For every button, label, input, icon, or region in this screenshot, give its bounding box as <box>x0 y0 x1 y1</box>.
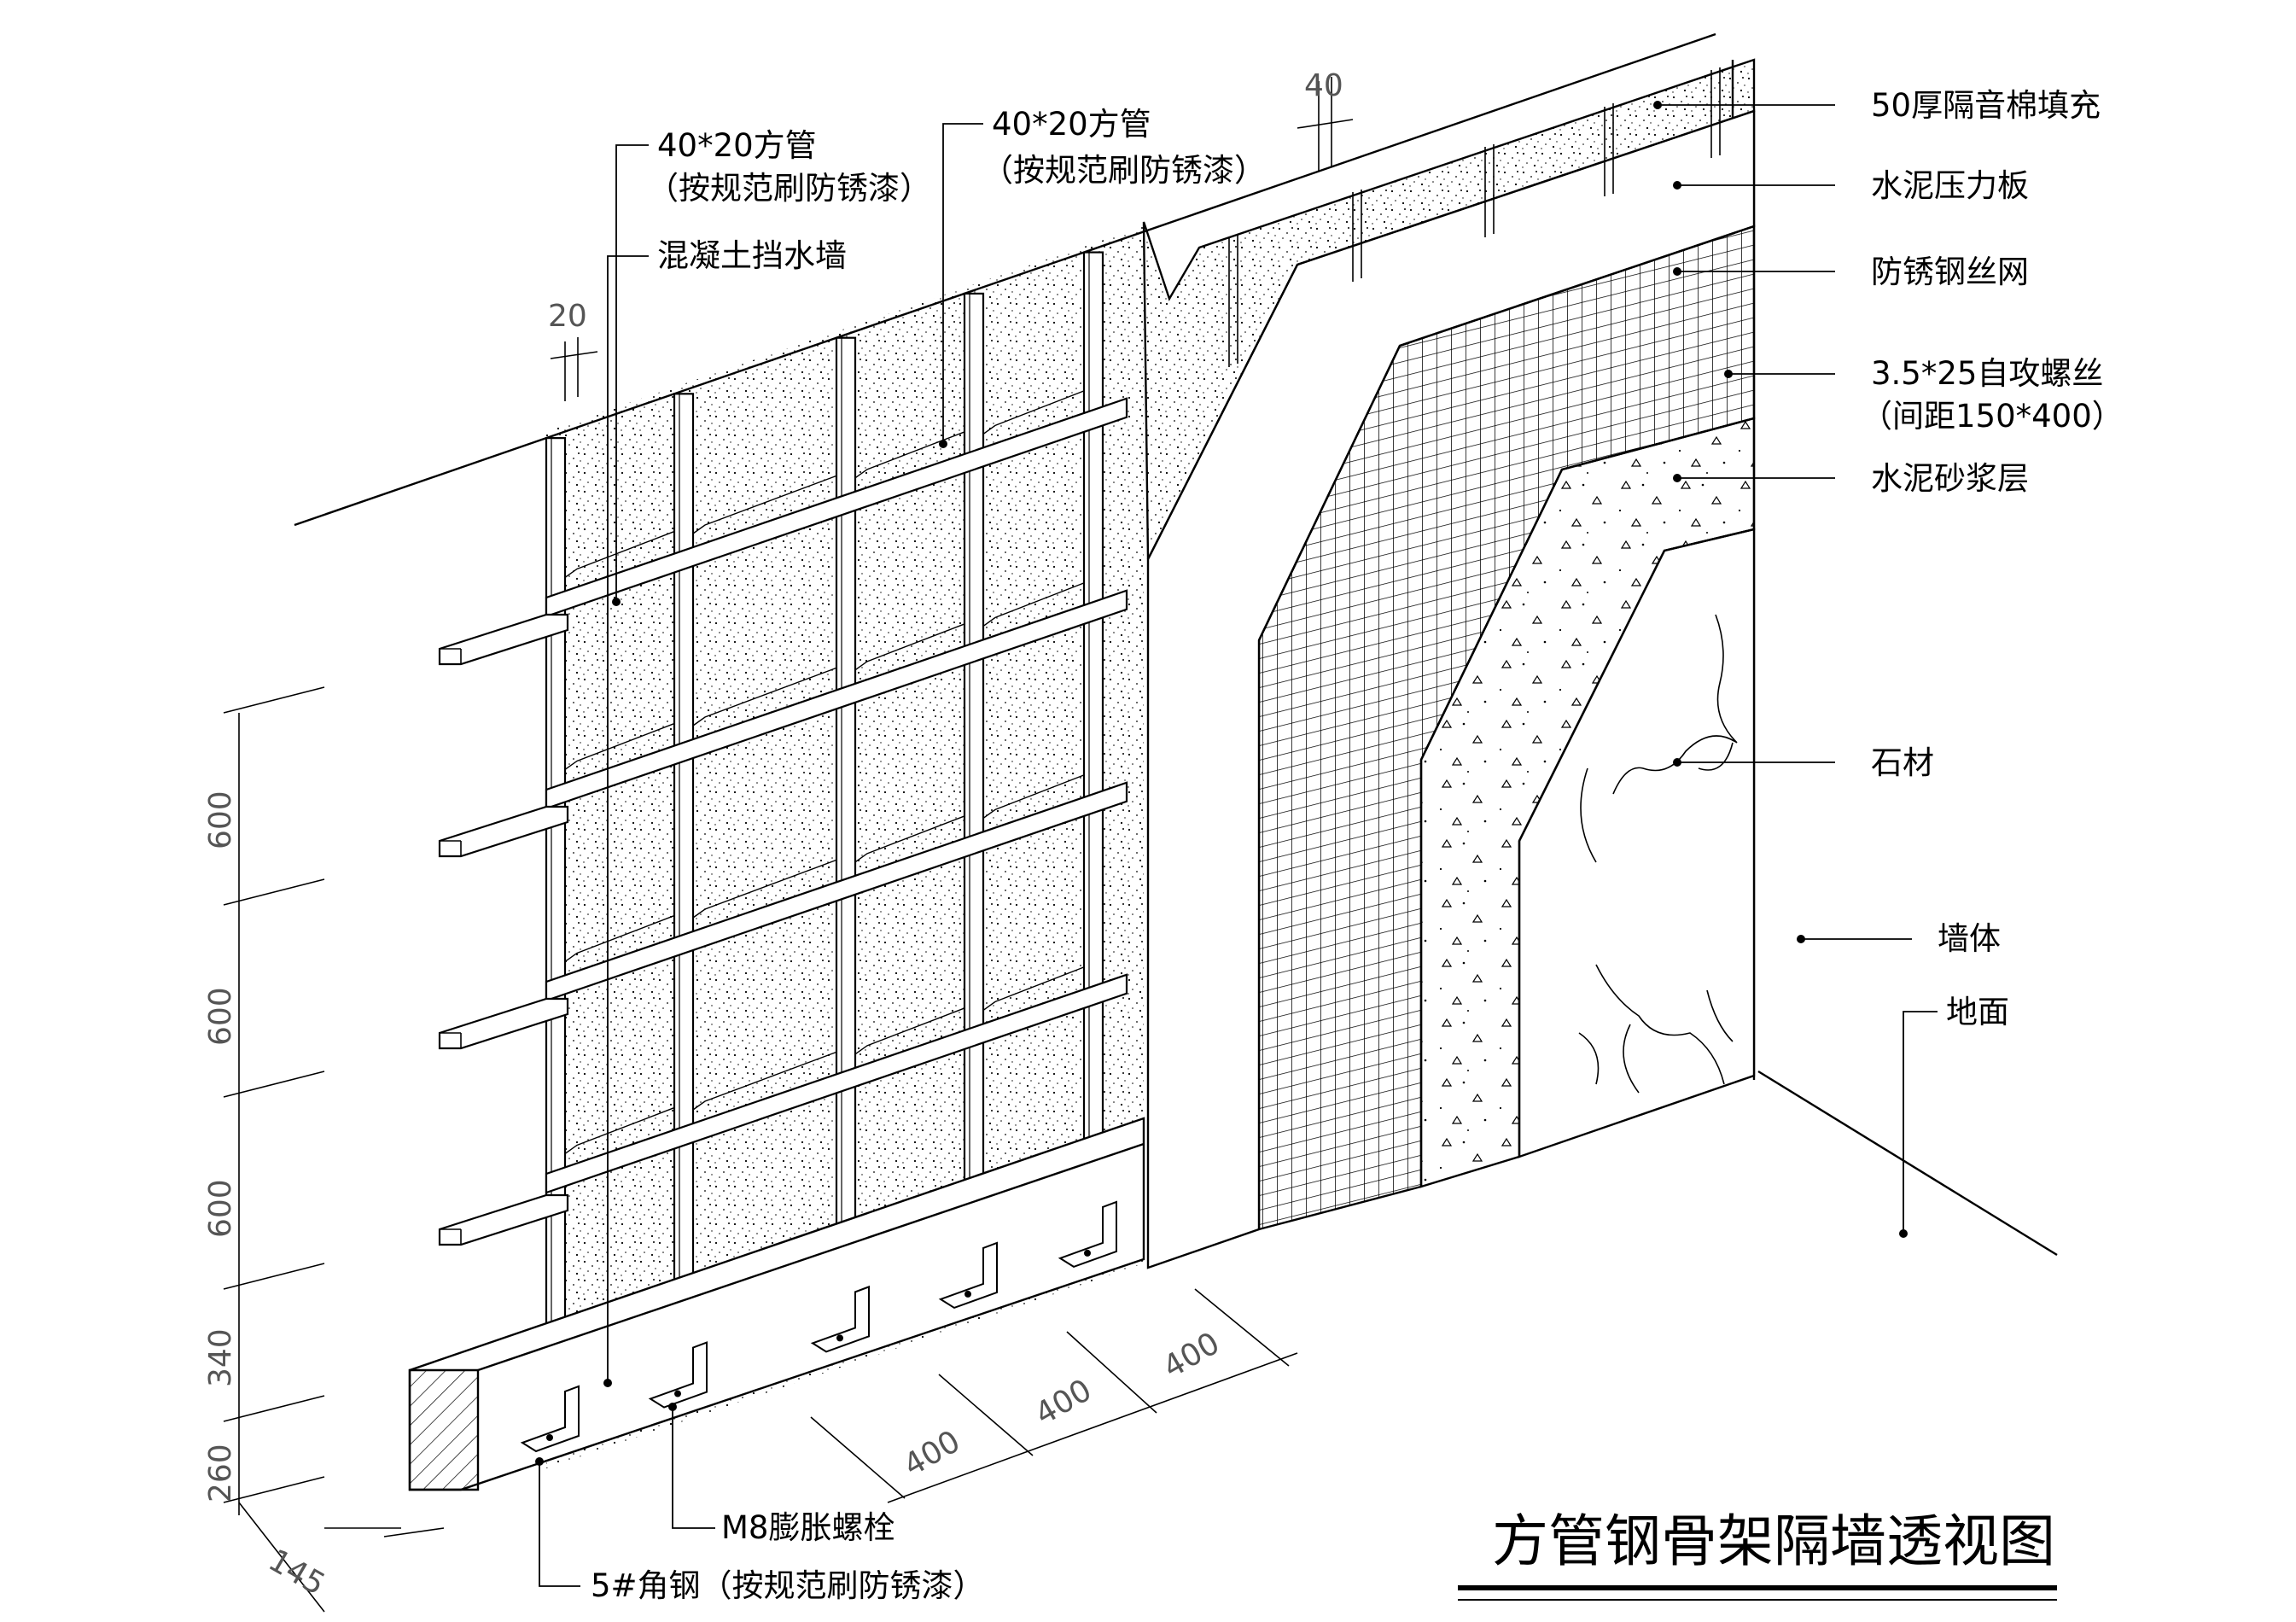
label-tube-mid-2: （按规范刷防锈漆） <box>982 152 1266 189</box>
label-angle-steel: 5#角钢（按规范刷防锈漆） <box>591 1567 985 1604</box>
dim-h-400-c: 400 <box>1157 1326 1226 1386</box>
label-concrete-wall: 混凝土挡水墙 <box>657 237 847 274</box>
dim-v-600-a: 600 <box>203 791 238 849</box>
angle-bracket <box>810 1285 870 1353</box>
tube-end <box>438 613 569 666</box>
angle-bracket <box>938 1241 998 1310</box>
label-wire-mesh: 防锈钢丝网 <box>1871 254 2029 290</box>
label-screw-2: （间距150*400） <box>1861 398 2124 435</box>
label-screw-1: 3.5*25自攻螺丝 <box>1871 355 2103 392</box>
vertical-stud <box>545 437 567 1427</box>
tube-end <box>438 805 569 858</box>
angle-brackets <box>520 1200 1117 1453</box>
label-tube-left-1: 40*20方管 <box>657 127 817 164</box>
vertical-stud <box>1082 251 1104 1243</box>
horizontal-rail <box>545 390 1128 618</box>
vertical-stud <box>835 336 857 1327</box>
dim-v-340: 340 <box>203 1328 238 1387</box>
horizontal-rail <box>545 774 1128 1002</box>
dim-v-600-b: 600 <box>203 987 238 1046</box>
vertical-stud <box>963 292 985 1284</box>
cement-board-layer <box>1146 109 1756 1269</box>
angle-bracket <box>520 1385 580 1453</box>
horizontal-dimensions <box>810 1288 1298 1503</box>
label-stone: 石材 <box>1871 744 1934 781</box>
drawing-title: 方管钢骨架隔墙透视图 <box>1492 1508 2055 1574</box>
vertical-stud <box>673 393 695 1383</box>
label-ground: 地面 <box>1946 994 2009 1030</box>
angle-bracket <box>1058 1200 1117 1269</box>
label-tube-left-2: （按规范刷防锈漆） <box>647 170 931 207</box>
tube-ends <box>438 613 569 1246</box>
dim-b-145: 145 <box>263 1543 331 1602</box>
label-cement-board: 水泥压力板 <box>1871 167 2029 204</box>
vertical-dimensions <box>223 686 445 1613</box>
tube-end <box>438 997 569 1050</box>
dim-v-260: 260 <box>203 1444 238 1502</box>
label-mortar: 水泥砂浆层 <box>1871 460 2029 497</box>
top-dimensions <box>550 77 1354 401</box>
leader-lines <box>535 101 1938 1587</box>
label-tube-mid-1: 40*20方管 <box>992 106 1151 143</box>
dim-top-40: 40 <box>1304 68 1343 103</box>
dim-h-400-a: 400 <box>898 1424 966 1484</box>
horizontal-rail <box>545 966 1128 1194</box>
dim-v-600-c: 600 <box>203 1179 238 1238</box>
concrete-curb <box>408 1117 1145 1491</box>
horizontal-rail <box>545 582 1128 810</box>
dim-top-20: 20 <box>548 299 587 334</box>
label-bolt: M8膨胀螺栓 <box>721 1509 895 1546</box>
angle-bracket <box>648 1341 708 1409</box>
label-insulation: 50厚隔音棉填充 <box>1871 87 2101 124</box>
tube-end <box>438 1193 569 1246</box>
label-wall-body: 墙体 <box>1938 920 2001 957</box>
steel-frame <box>545 251 1128 1427</box>
dim-h-400-b: 400 <box>1029 1373 1098 1432</box>
